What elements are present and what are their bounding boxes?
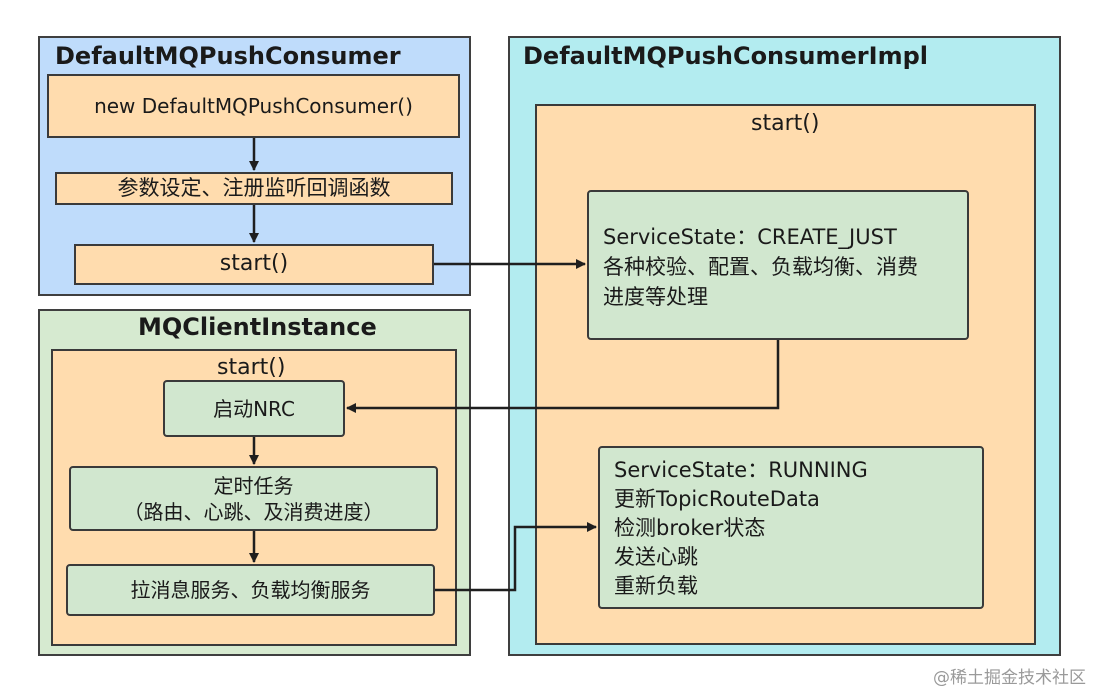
create-just-line: 进度等处理 (603, 285, 708, 309)
running-line: 重新负载 (614, 574, 698, 598)
pull-rebalance-step-label: 拉消息服务、负载均衡服务 (130, 578, 371, 602)
start-nrc-step: 启动NRC (163, 380, 345, 437)
client-start-label: start() (217, 355, 286, 380)
create-just-line: ServiceState：CREATE_JUST (603, 225, 897, 249)
config-step-label: 参数设定、注册监听回调函数 (117, 175, 391, 200)
scheduled-tasks-detail: （路由、心跳、及消费进度） (123, 499, 384, 524)
client-instance-title: MQClientInstance (138, 313, 377, 341)
running-box: ServiceState：RUNNING 更新TopicRouteData 检测… (598, 446, 984, 609)
create-just-line: 各种校验、配置、负载均衡、消费 (603, 255, 918, 279)
pull-rebalance-step: 拉消息服务、负载均衡服务 (66, 564, 435, 616)
watermark: @稀土掘金技术社区 (933, 668, 1086, 688)
config-step: 参数设定、注册监听回调函数 (55, 172, 453, 205)
running-line: 更新TopicRouteData (614, 487, 820, 511)
create-just-box: ServiceState：CREATE_JUST 各种校验、配置、负载均衡、消费… (587, 190, 969, 340)
scheduled-tasks-label: 定时任务 (213, 473, 294, 498)
consumer-start-step-label: start() (219, 251, 289, 277)
impl-start-label: start() (751, 111, 820, 136)
push-consumer-title: DefaultMQPushConsumer (55, 42, 401, 70)
running-line: 检测broker状态 (614, 516, 766, 540)
consumer-start-step: start() (74, 244, 434, 285)
scheduled-tasks-step: 定时任务 （路由、心跳、及消费进度） (69, 466, 438, 531)
running-line: ServiceState：RUNNING (614, 458, 868, 482)
new-consumer-step: new DefaultMQPushConsumer() (47, 74, 460, 138)
consumer-impl-title: DefaultMQPushConsumerImpl (523, 42, 928, 70)
start-nrc-step-label: 启动NRC (213, 396, 295, 421)
running-line: 发送心跳 (614, 545, 698, 569)
new-consumer-step-label: new DefaultMQPushConsumer() (94, 94, 413, 118)
